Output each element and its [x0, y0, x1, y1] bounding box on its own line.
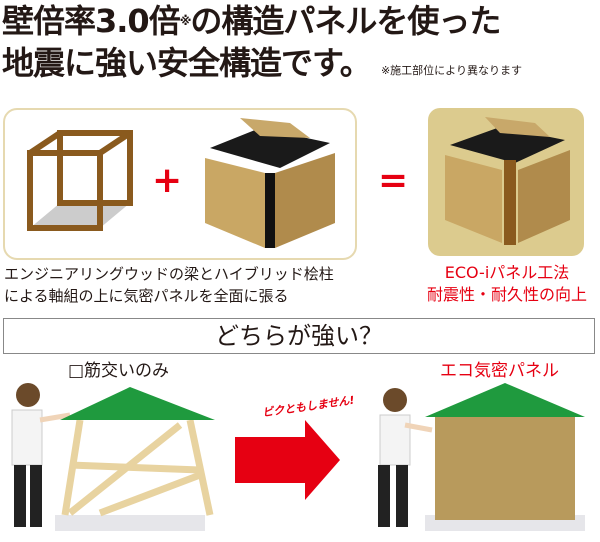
panel-house	[435, 415, 575, 520]
braced-frame	[61, 419, 214, 517]
headline-line1: 壁倍率3.0倍※の構造パネルを使った	[2, 2, 501, 40]
footnote: ※施工部位により異なります	[380, 64, 522, 77]
comparison-illustration	[11, 383, 585, 531]
person-right	[378, 388, 433, 527]
headline-line2: 地震に強い安全構造です。 ※施工部位により異なります	[2, 44, 522, 82]
question-banner: どちらが強い？	[3, 318, 595, 354]
panel-assembly-illustration	[205, 118, 335, 248]
roof-left	[60, 387, 215, 420]
left-label: □筋交いのみ	[68, 361, 170, 381]
equals-sign: =	[378, 160, 409, 201]
arrow-icon	[235, 420, 340, 500]
base-slab	[55, 515, 205, 531]
frame-panel-box	[3, 108, 357, 260]
plus-sign: +	[152, 160, 183, 201]
right-label: エコ気密パネル	[440, 361, 559, 381]
right-caption: ECO-iパネル工法耐震性・耐久性の向上	[426, 263, 587, 304]
left-caption: エンジニアリングウッドの梁とハイブリッド桧柱による軸組の上に気密パネルを全面に張…	[4, 265, 334, 305]
timber-frame-illustration	[27, 130, 133, 231]
roof-right	[425, 383, 585, 417]
person-left	[11, 383, 71, 527]
eco-panel-illustration	[445, 117, 570, 245]
